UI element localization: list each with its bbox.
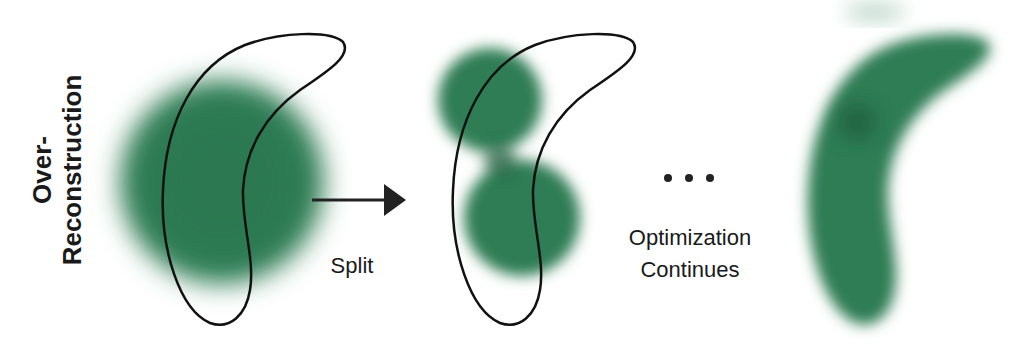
shape-outline	[163, 34, 345, 325]
gaussian-faint	[845, 4, 905, 20]
gaussian-pair	[438, 48, 580, 276]
gaussian-blob	[438, 48, 542, 152]
gaussian-fitted	[808, 4, 990, 325]
shape-outline	[453, 34, 635, 325]
arrow-head	[384, 184, 406, 216]
ellipsis-dots	[664, 174, 714, 182]
step-label: Split	[302, 252, 402, 280]
fitted-fill	[808, 34, 990, 325]
split-arrow	[312, 184, 406, 216]
dot	[664, 174, 672, 182]
arrow-shaft	[312, 199, 388, 202]
dot	[706, 174, 714, 182]
gaussian-blob	[464, 160, 580, 276]
row-title: Over- Reconstruction	[27, 45, 87, 295]
step-label: Optimization Continues	[590, 222, 790, 286]
gaussian-overlap	[839, 104, 875, 140]
gaussian-overlap	[484, 144, 516, 176]
gaussian-blob	[120, 80, 324, 284]
gaussian-large	[120, 80, 324, 284]
dot	[685, 174, 693, 182]
